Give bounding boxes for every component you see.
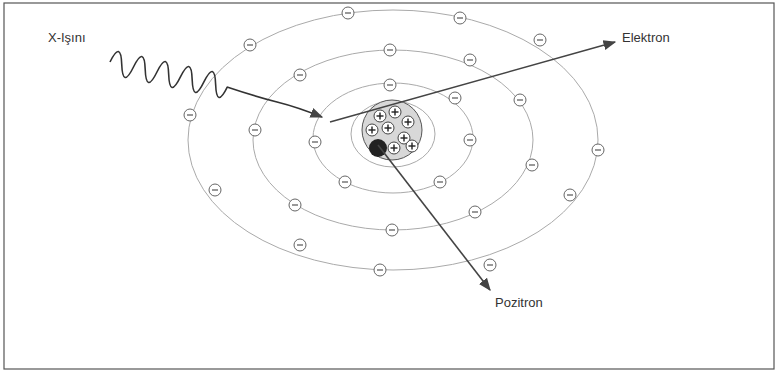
x-ray-label: X-Işını (48, 30, 86, 46)
electrons (184, 7, 604, 276)
nucleus (362, 100, 422, 160)
positron-label: Pozitron (495, 295, 543, 311)
x-ray-wave (108, 50, 322, 117)
electron-orbits (188, 10, 598, 270)
positron-track (378, 145, 490, 290)
frame (4, 3, 774, 369)
electron-label: Elektron (622, 30, 670, 46)
electron-track (330, 42, 615, 122)
